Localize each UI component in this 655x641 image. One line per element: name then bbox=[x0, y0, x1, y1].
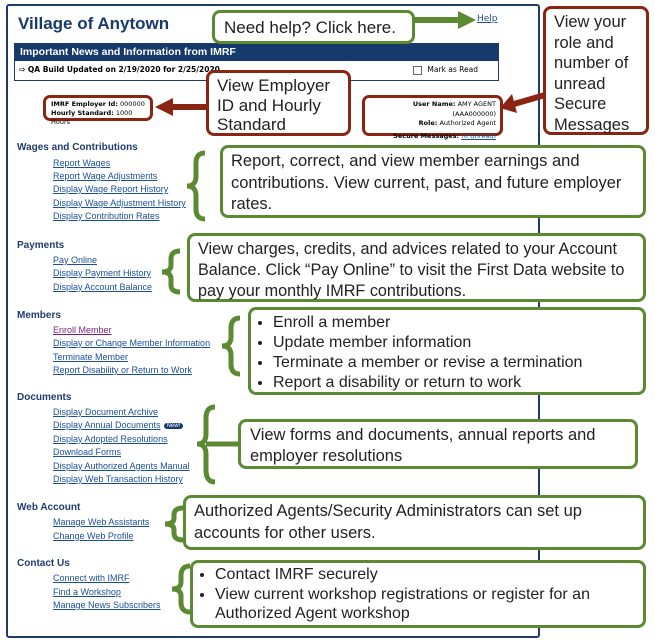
secure-messages-label: Secure Messages: bbox=[393, 131, 460, 140]
link-report-disability[interactable]: Report Disability or Return to Work bbox=[53, 365, 192, 375]
documents-callout: View forms and documents, annual reports… bbox=[238, 419, 638, 469]
link-change-web-profile[interactable]: Change Web Profile bbox=[53, 531, 134, 541]
link-agents-manual[interactable]: Display Authorized Agents Manual bbox=[53, 461, 190, 471]
employer-info-box: IMRF Employer Id: 000000 Hourly Standard… bbox=[43, 95, 153, 126]
employer-id-label: IMRF Employer Id: bbox=[51, 100, 118, 108]
employer-callout: View Employer ID and Hourly Standard bbox=[206, 70, 351, 136]
news-header: Important News and Information from IMRF bbox=[15, 44, 498, 61]
members-bullet: Terminate a member or revise a terminati… bbox=[273, 353, 639, 373]
link-report-wage-adjustments[interactable]: Report Wage Adjustments bbox=[53, 171, 158, 181]
web-account-callout: Authorized Agents/Security Administrator… bbox=[183, 495, 646, 550]
link-annual-documents[interactable]: Display Annual Documents bbox=[53, 420, 161, 430]
link-report-wages[interactable]: Report Wages bbox=[53, 158, 111, 168]
role-label: Role: bbox=[418, 119, 438, 127]
link-pay-online[interactable]: Pay Online bbox=[53, 255, 98, 265]
contact-bullet: Contact IMRF securely bbox=[215, 565, 639, 585]
help-callout: Need help? Click here. bbox=[212, 10, 415, 44]
mark-as-read-checkbox[interactable] bbox=[412, 65, 422, 75]
link-account-balance[interactable]: Display Account Balance bbox=[53, 282, 153, 292]
members-bullet: Update member information bbox=[273, 333, 639, 353]
new-badge: New! bbox=[163, 423, 184, 429]
section-members-title: Members bbox=[17, 310, 61, 321]
role-callout: View your role and number of unread Secu… bbox=[543, 6, 649, 135]
news-item-text: QA Build Updated on 2/19/2020 for 2/25/2… bbox=[27, 65, 220, 74]
section-payments-title: Payments bbox=[17, 240, 65, 251]
link-manage-web-assistants[interactable]: Manage Web Assistants bbox=[53, 517, 150, 527]
link-find-workshop[interactable]: Find a Workshop bbox=[53, 587, 121, 597]
link-download-forms[interactable]: Download Forms bbox=[53, 447, 122, 457]
link-connect-with-imrf[interactable]: Connect with IMRF bbox=[53, 573, 130, 583]
hourly-standard-label: Hourly Standard: bbox=[51, 109, 114, 117]
link-enroll-member[interactable]: Enroll Member bbox=[53, 325, 112, 335]
link-payment-history[interactable]: Display Payment History bbox=[53, 268, 152, 278]
link-news-subscribers[interactable]: Manage News Subscribers bbox=[53, 600, 161, 610]
section-contact-title: Contact Us bbox=[17, 558, 70, 569]
link-document-archive[interactable]: Display Document Archive bbox=[53, 407, 159, 417]
secure-messages-link[interactable]: (0 Unread) bbox=[461, 131, 496, 140]
section-documents-title: Documents bbox=[17, 392, 72, 403]
help-link[interactable]: Help bbox=[477, 14, 498, 24]
page-title: Village of Anytown bbox=[18, 14, 170, 33]
arrow-right-icon: ⇨ bbox=[19, 65, 26, 74]
link-wage-report-history[interactable]: Display Wage Report History bbox=[53, 184, 169, 194]
link-member-information[interactable]: Display or Change Member Information bbox=[53, 338, 211, 348]
user-name-label: User Name: bbox=[412, 100, 456, 108]
contact-callout: Contact IMRF securely View current works… bbox=[190, 560, 646, 628]
contact-bullet: View current workshop registrations or r… bbox=[215, 585, 639, 624]
wages-callout: Report, correct, and view member earning… bbox=[220, 145, 646, 218]
user-info-box: User Name: AMY AGENT (AAA000000) Role: A… bbox=[362, 95, 503, 140]
link-adopted-resolutions[interactable]: Display Adopted Resolutions bbox=[53, 434, 168, 444]
link-web-transaction-history[interactable]: Display Web Transaction History bbox=[53, 474, 183, 484]
payments-callout: View charges, credits, and advices relat… bbox=[187, 233, 646, 302]
hourly-standard-value: 1000 Hours bbox=[51, 109, 133, 126]
link-wage-adjustment-history[interactable]: Display Wage Adjustment History bbox=[53, 198, 186, 208]
mark-as-read[interactable]: Mark as Read bbox=[412, 61, 478, 79]
mark-as-read-label: Mark as Read bbox=[427, 65, 478, 74]
role-value: Authorized Agent bbox=[439, 119, 496, 127]
user-name-value: AMY AGENT (AAA000000) bbox=[452, 100, 496, 118]
members-bullet: Report a disability or return to work bbox=[273, 373, 639, 393]
members-callout: Enroll a member Update member informatio… bbox=[248, 307, 646, 395]
section-web-account-title: Web Account bbox=[17, 502, 81, 513]
link-contribution-rates[interactable]: Display Contribution Rates bbox=[53, 211, 160, 221]
section-wages-title: Wages and Contributions bbox=[17, 142, 138, 153]
link-terminate-member[interactable]: Terminate Member bbox=[53, 352, 129, 362]
news-item[interactable]: ⇨ QA Build Updated on 2/19/2020 for 2/25… bbox=[15, 61, 498, 79]
employer-id-value: 000000 bbox=[120, 100, 145, 108]
members-bullet: Enroll a member bbox=[273, 313, 639, 333]
